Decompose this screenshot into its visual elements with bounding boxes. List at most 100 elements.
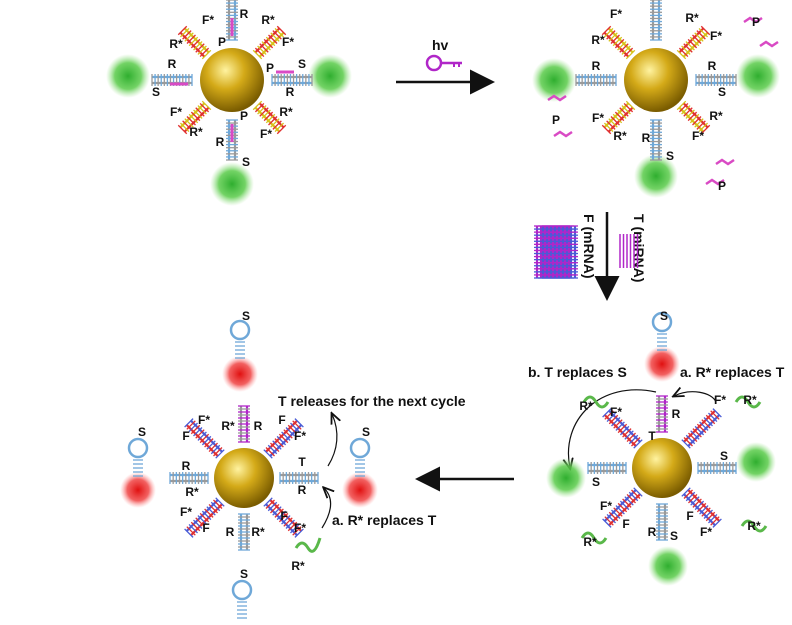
particle-2-diag-2-rung bbox=[608, 118, 618, 128]
p4-glow-red-left bbox=[120, 472, 156, 508]
particle-1-diag-0-rung bbox=[263, 38, 274, 49]
particle-3-diag-3-rung bbox=[615, 421, 625, 431]
particle-4-diag-1-rung bbox=[274, 508, 284, 518]
p4-label-rstar-bottom: R* bbox=[251, 525, 265, 539]
particle-3-diag-2-rung bbox=[606, 514, 616, 524]
particle-3-diag-2-rung bbox=[631, 489, 641, 499]
particle-4-diag-1-rung bbox=[281, 515, 291, 525]
p2-glow-right bbox=[736, 54, 780, 98]
particle-1-diag-2-rung bbox=[182, 120, 192, 130]
p4-label-t: T bbox=[298, 455, 306, 469]
particle-4-diag-2-rung bbox=[215, 497, 225, 507]
particle-2-diag-2-rung bbox=[610, 116, 620, 126]
particle-3-diag-0-rung bbox=[705, 414, 716, 425]
particle-4-diag-2-rung bbox=[204, 508, 214, 518]
particle-1-diag-3-rung bbox=[195, 43, 205, 53]
light-label: hv bbox=[432, 37, 449, 53]
p3-label-s-bottom: S bbox=[670, 529, 678, 543]
particle-1-diag-3-rung bbox=[179, 27, 190, 38]
particle-1-diag-2-rung bbox=[179, 122, 190, 133]
p2-released-p-0 bbox=[743, 16, 763, 24]
particle-3-diag-1-rung bbox=[701, 507, 711, 517]
p3-label-s-right: S bbox=[720, 449, 728, 463]
particle-3-diag-2-rung bbox=[615, 505, 625, 515]
particle-2-diag-1-rung bbox=[678, 102, 689, 113]
particle-1-diag-3-rung bbox=[193, 41, 203, 51]
p1-label-r-right: R bbox=[286, 85, 295, 99]
particle-1-diag-2-rung bbox=[197, 105, 207, 115]
particle-2-diag-3-rung bbox=[623, 47, 634, 58]
p4-label-s-left: S bbox=[138, 425, 146, 439]
p2-label-p-3: P bbox=[718, 179, 726, 193]
particle-4-diag-2-rung bbox=[193, 519, 203, 529]
p4-label-f-bl: F bbox=[202, 521, 209, 535]
particle-2-diag-1-rung bbox=[683, 107, 693, 117]
p3-label-t: T bbox=[648, 429, 656, 443]
p4-label-r-bottom: R bbox=[226, 525, 235, 539]
particle-3-diag-0-rung bbox=[685, 434, 696, 445]
particle-4-diag-1-rung bbox=[265, 499, 275, 509]
p4-label-fstar-br: F* bbox=[294, 521, 306, 535]
particle-2-diag-2-rung bbox=[614, 111, 625, 122]
p3-rstar-wavy-2 bbox=[580, 531, 608, 545]
p2-released-p-1 bbox=[759, 40, 779, 48]
particle-4-diag-2-rung bbox=[201, 510, 212, 521]
particle-3-diag-1-rung bbox=[685, 491, 696, 502]
p2-released-p-3 bbox=[553, 130, 573, 138]
particle-3-diag-1-rung bbox=[696, 502, 707, 513]
step3-a-label: a. R* replaces T bbox=[680, 364, 785, 380]
particle-1-diag-3-rung bbox=[188, 36, 199, 47]
p1-label-fstar-top: F* bbox=[202, 13, 214, 27]
particle-3-diag-3-rung bbox=[628, 434, 639, 445]
particle-2-diag-3-rung bbox=[625, 49, 636, 60]
particle-4-diag-3-rung bbox=[190, 424, 201, 435]
particle-3-diag-0-rung bbox=[692, 428, 702, 438]
particle-1-diag-3-rung bbox=[197, 45, 207, 55]
particle-3-diag-0-rung bbox=[683, 437, 693, 447]
p3-label-rstar-tr: R* bbox=[743, 393, 757, 407]
p2-gold-nanoparticle bbox=[624, 48, 688, 112]
p1-label-fstar-br: F* bbox=[260, 127, 272, 141]
p4-label-fstar-tl: F* bbox=[198, 413, 210, 427]
curve-arrow-step3-a bbox=[674, 392, 717, 403]
particle-4-diag-0-rung bbox=[294, 418, 304, 428]
p2-label-r-bottom: R bbox=[642, 131, 651, 145]
p3-label-f-bl: F bbox=[622, 517, 629, 531]
particle-1-diag-1-rung bbox=[270, 118, 280, 128]
particle-3-diag-3-rung bbox=[626, 432, 636, 442]
p4-hairpin-top-loop bbox=[229, 319, 251, 341]
particle-3-diag-0-rung bbox=[712, 408, 722, 418]
particle-1-diag-2-rung bbox=[199, 102, 210, 113]
particle-2-diag-2-rung bbox=[603, 122, 614, 133]
p2-glow-bottom bbox=[634, 154, 678, 198]
particle-2-diag-1-rung bbox=[676, 100, 687, 111]
particle-3-diag-3-rung bbox=[619, 425, 630, 436]
particle-2-diag-0-rung bbox=[678, 47, 689, 58]
particle-3-diag-1-rung bbox=[712, 518, 722, 528]
particle-2-diag-2-rung bbox=[601, 124, 612, 135]
particle-1-diag-0-rung bbox=[274, 27, 285, 38]
particle-3-diag-3-rung bbox=[606, 412, 616, 422]
particle-3-diag-3-rung bbox=[608, 414, 619, 425]
p3-label-fstar-tr: F* bbox=[714, 393, 726, 407]
particle-4-diag-3-rung bbox=[206, 440, 216, 450]
particle-1-diag-3-rung bbox=[184, 32, 194, 42]
particle-2-diag-3-rung bbox=[601, 25, 612, 36]
p3-gold-nanoparticle bbox=[632, 438, 692, 498]
particle-1-diag-0-rung bbox=[276, 25, 287, 36]
p2-label-rstar-top: R* bbox=[685, 11, 699, 25]
light-key-icon bbox=[425, 54, 462, 72]
particle-2-diag-1-rung bbox=[689, 113, 700, 124]
target-mirna-label: T (miRNA) bbox=[631, 214, 647, 282]
p3-label-r-top: R bbox=[672, 407, 681, 421]
particle-3-diag-0-rung bbox=[703, 417, 713, 427]
p3-rstar-wavy-1 bbox=[734, 395, 762, 409]
p3-glow-bottom bbox=[648, 546, 688, 586]
particle-3-diag-0-rung bbox=[688, 432, 698, 442]
particle-4-diag-2-rung bbox=[213, 499, 223, 509]
particle-3-diag-0-rung bbox=[690, 430, 700, 440]
p4-glow-red-right bbox=[342, 472, 378, 508]
particle-3-diag-2-rung bbox=[619, 500, 630, 511]
particle-1-diag-3-rung bbox=[182, 30, 192, 40]
